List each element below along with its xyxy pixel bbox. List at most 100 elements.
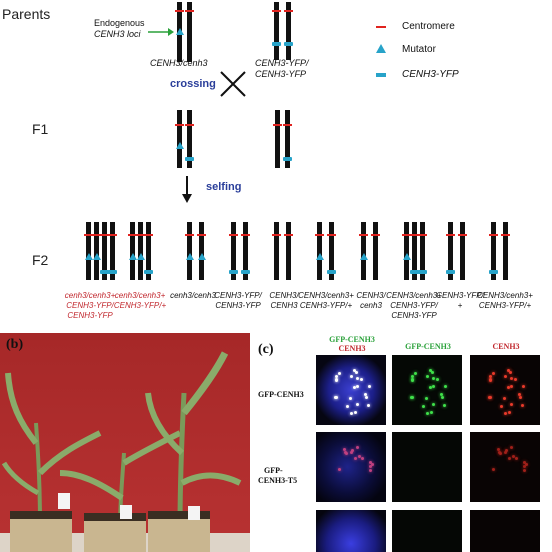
fluorescent-spot — [441, 395, 445, 399]
tile-row3-gfp — [392, 510, 462, 552]
f2-genotype-line: CENH3-YFP/ — [214, 291, 262, 300]
fluorescent-spot — [424, 397, 428, 401]
f2-genotype-line: + — [457, 301, 463, 310]
f2-genotype-line: CENH3/cenh3+ — [298, 291, 354, 300]
f2-genotype-label: cenh3/cenh3+CENH3-YFP/+ — [110, 291, 170, 311]
legend-mutator-icon — [376, 44, 386, 53]
f2-genotype-line: cenh3/cenh3 — [170, 291, 216, 300]
fluorescent-spot — [431, 376, 435, 380]
fluorescent-spot — [429, 410, 433, 414]
f2-genotype-label: cenh3/cenh3 — [163, 291, 223, 301]
fluorescent-spot — [429, 368, 433, 372]
col-header-merge: GFP-CENH3 CENH3 — [316, 335, 388, 353]
f2-genotype-label: CENH3/cenh3+CENH3-YFP/+ — [475, 291, 535, 311]
fluorescent-spot — [509, 402, 513, 406]
fluorescent-spot — [489, 378, 493, 382]
fluorescent-spot — [346, 405, 350, 409]
panel-b-label: (b) — [6, 337, 24, 352]
f2-genotype-line: CENH3-YFP/ — [66, 301, 114, 310]
legend-yfp-label: CENH3-YFP — [402, 69, 459, 80]
fluorescent-spot — [519, 395, 523, 399]
f2-genotype-line: CENH3/cenh3+ — [386, 291, 442, 300]
fluorescent-spot — [508, 371, 512, 375]
fluorescent-spot — [497, 448, 501, 452]
fluorescent-spot — [435, 378, 439, 382]
parent1-genotype: CENH3/cenh3 — [150, 58, 208, 68]
f2-genotype-label: CENH3/cenh3+CENH3-YFP/+ — [296, 291, 356, 311]
f2-genotype-line: CENH3-YFP/ — [390, 301, 438, 310]
f1-label: F1 — [32, 121, 49, 137]
fluorescent-spot — [369, 464, 373, 468]
fluorescent-spot — [504, 448, 508, 452]
selfing-label: selfing — [206, 181, 242, 193]
plant-photo: (b) — [0, 333, 250, 552]
f2-genotype-line: CENH3-YFP/+ — [113, 301, 167, 310]
fluorescent-spot — [368, 469, 372, 473]
fluorescent-spot — [344, 451, 348, 455]
fluorescent-spot — [353, 368, 357, 372]
f2-label: F2 — [32, 252, 49, 268]
fluorescent-spot — [337, 467, 341, 471]
f2-genotype-line: CENH3/ — [356, 291, 386, 300]
fluorescent-spot — [507, 410, 511, 414]
fluorescent-spot — [350, 448, 354, 452]
f2-genotype-line: CENH3/cenh3+ — [477, 291, 533, 300]
fluorescent-spot — [353, 386, 357, 389]
legend-centromere-swatch — [376, 26, 386, 28]
tile-row2-cenh3 — [470, 432, 540, 502]
fluorescent-spot — [359, 378, 363, 382]
fluorescent-spot — [348, 397, 352, 401]
endogenous-label: Endogenous CENH3 loci — [94, 18, 145, 40]
fluorescent-spot — [349, 451, 353, 455]
fluorescent-spot — [355, 376, 359, 380]
fluorescent-spot — [518, 393, 522, 397]
fluorescent-spot — [520, 404, 524, 408]
fluorescent-spot — [507, 456, 511, 460]
fluorescent-spot — [511, 454, 515, 458]
f2-genotype-label: CENH3-YFP/+ — [430, 291, 490, 311]
f2-genotype-label: cenh3/cenh3+CENH3-YFP/CENH3-YFP — [60, 291, 120, 321]
f2-genotype-line: cenh3 — [360, 301, 382, 310]
fluorescent-spot — [413, 371, 417, 375]
f2-genotype-line: CENH3-YFP — [391, 311, 437, 320]
row-label-gfp-cenh3: GFP-CENH3 — [258, 390, 304, 399]
fluorescent-spot — [442, 404, 446, 408]
f2-genotype-line: CENH3-YFP — [215, 301, 261, 310]
fluorescent-spot — [357, 454, 361, 458]
fluorescent-spot — [369, 461, 373, 465]
fluorescent-spot — [354, 371, 358, 375]
f2-genotype-label: CENH3/CENH3 — [254, 291, 314, 311]
fluorescent-spot — [334, 375, 338, 379]
fluorescent-spot — [360, 457, 364, 461]
fluorescent-spot — [488, 375, 492, 379]
fluorescent-spot — [488, 396, 492, 400]
fluorescent-spot — [349, 375, 353, 379]
fluorescent-spot — [523, 461, 527, 465]
fluorescent-spot — [411, 378, 415, 382]
tile-row1-cenh3 — [470, 355, 540, 425]
fluorescent-spot — [370, 462, 374, 466]
endogenous-arrow — [148, 28, 174, 36]
fluorescent-spot — [355, 402, 359, 406]
fluorescent-spot — [355, 384, 359, 388]
fluorescent-spot — [513, 378, 517, 382]
tile-row1-merge — [316, 355, 386, 425]
fluorescent-spot — [521, 384, 525, 388]
fluorescent-spot — [422, 405, 426, 409]
parent2-genotype-line1: CENH3-YFP/ — [255, 58, 309, 68]
tile-row3-merge — [316, 510, 386, 552]
fluorescent-spot — [509, 376, 513, 380]
fluorescent-spot — [430, 371, 434, 375]
legend-centromere-label: Centromere — [402, 21, 455, 32]
f2-genotype-line: CENH3/ — [269, 291, 299, 300]
endogenous-line2: CENH3 loci — [94, 29, 141, 39]
fluorescent-spot — [440, 393, 444, 397]
fluorescent-spot — [366, 404, 370, 408]
parent2-genotype: CENH3-YFP/ CENH3-YFP — [255, 58, 309, 80]
f2-genotype-label: CENH3-YFP/CENH3-YFP — [208, 291, 268, 311]
fluorescent-spot — [504, 411, 508, 415]
fluorescent-spot — [522, 469, 526, 473]
fluorescent-spot — [491, 371, 495, 375]
selfing-arrow — [182, 176, 192, 203]
cross-icon — [220, 71, 246, 97]
